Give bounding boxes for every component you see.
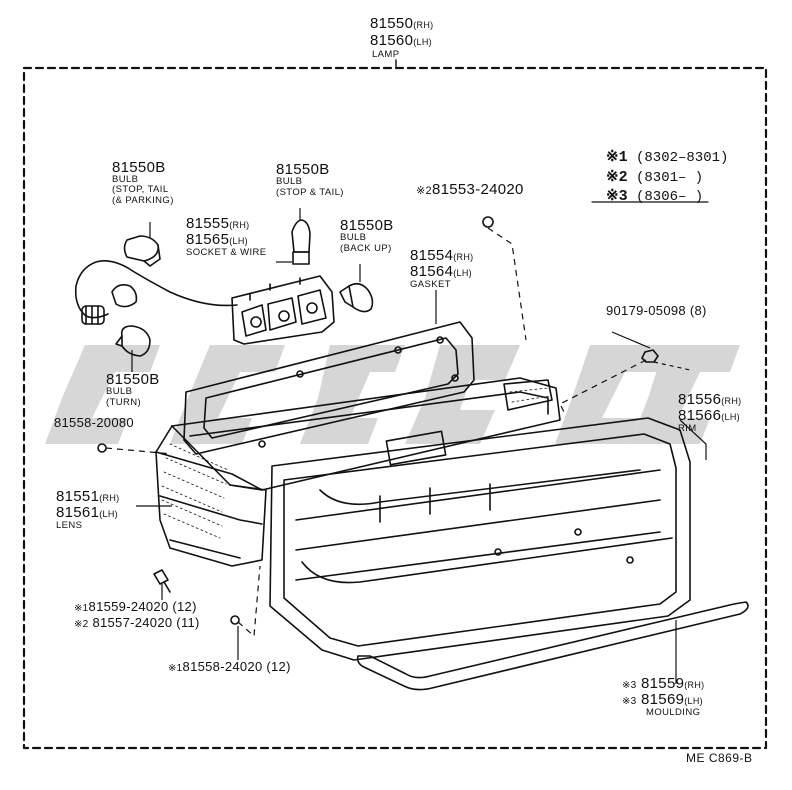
rim-lh-label: 81566(LH) xyxy=(678,407,740,424)
bulb-parking-l3: (& PARKING) xyxy=(112,195,174,206)
bulb-parking-pn: 81550B xyxy=(112,159,166,176)
screw-81559-label: ※181559-24020 (12) xyxy=(74,599,197,614)
rim-rh-label: 81556(RH) xyxy=(678,391,742,408)
gasket xyxy=(183,321,475,455)
lens-name: LENS xyxy=(56,520,83,531)
bulb-backup-pn: 81550B xyxy=(340,217,394,234)
lamp-lh-label: 81560(LH) xyxy=(370,32,432,49)
moulding-strip xyxy=(356,601,749,691)
socket-rh-label: 81555(RH) xyxy=(186,215,250,232)
part-81558-20080-label: 81558-20080 xyxy=(54,415,134,430)
bulb-stop-tail-icon xyxy=(291,219,311,265)
bulb-stop-tail-l2: (STOP & TAIL) xyxy=(276,187,344,198)
bulb-turn-l1: BULB xyxy=(106,386,133,397)
moulding-lh-label: ※3 81569(LH) xyxy=(622,691,703,708)
screw-81559-icon xyxy=(153,569,171,593)
legend-3: ※3 (8306– ) xyxy=(606,188,704,205)
watermark xyxy=(45,345,740,444)
bulb-backup-l2: (BACK UP) xyxy=(340,243,392,254)
bulb-turn-pn: 81550B xyxy=(106,371,160,388)
socket-name: SOCKET & WIRE xyxy=(186,247,267,258)
bulb-parking-l1: BULB xyxy=(112,174,139,185)
socket-lh-label: 81565(LH) xyxy=(186,231,248,248)
moulding-name: MOULDING xyxy=(646,707,701,718)
bulb-parking-l2: (STOP, TAIL xyxy=(112,184,169,195)
bulb-stop-tail-l1: BULB xyxy=(276,176,303,187)
clip-81558-20080-icon xyxy=(97,443,107,453)
assembly-boundary xyxy=(22,66,768,750)
bulb-backup-l1: BULB xyxy=(340,232,367,243)
lamp-rh-label: 81550(RH) xyxy=(370,15,434,32)
gasket-name: GASKET xyxy=(410,279,451,290)
clip-81558-24020-label: ※181558-24020 (12) xyxy=(168,659,291,674)
lens-housing xyxy=(155,377,561,567)
bulb-stop-tail-pn: 81550B xyxy=(276,161,330,178)
rim xyxy=(269,417,691,661)
clip-81553-icon xyxy=(482,216,494,228)
lens-rh-label: 81551(RH) xyxy=(56,488,120,505)
legend-1: ※1 (8302–8301) xyxy=(606,149,729,166)
moulding-rh-label: ※3 81559(RH) xyxy=(622,675,705,692)
wire-harness xyxy=(74,260,238,325)
gasket-lh-label: 81564(LH) xyxy=(410,263,472,280)
screw-81557-label: ※2 81557-24020 (11) xyxy=(74,615,200,630)
lens-texture xyxy=(161,387,551,539)
rim-name: RIM xyxy=(678,423,697,434)
bulb-back-up-icon xyxy=(339,282,374,313)
part-81553-label: ※281553-24020 xyxy=(416,181,524,198)
leader-lines xyxy=(105,208,707,684)
socket-plate xyxy=(231,275,335,345)
bulb-stop-tail-parking-icon xyxy=(123,235,161,267)
part-90179-label: 90179-05098 (8) xyxy=(606,303,707,318)
lens-lh-label: 81561(LH) xyxy=(56,504,118,521)
gasket-rh-label: 81554(RH) xyxy=(410,247,474,264)
bulb-turn-l2: (TURN) xyxy=(106,397,142,408)
lamp-name: LAMP xyxy=(372,49,400,60)
legend-2: ※2 (8301– ) xyxy=(606,169,704,186)
diagram-code: ME C869-B xyxy=(686,751,753,765)
clip-81557-icon xyxy=(230,615,240,625)
